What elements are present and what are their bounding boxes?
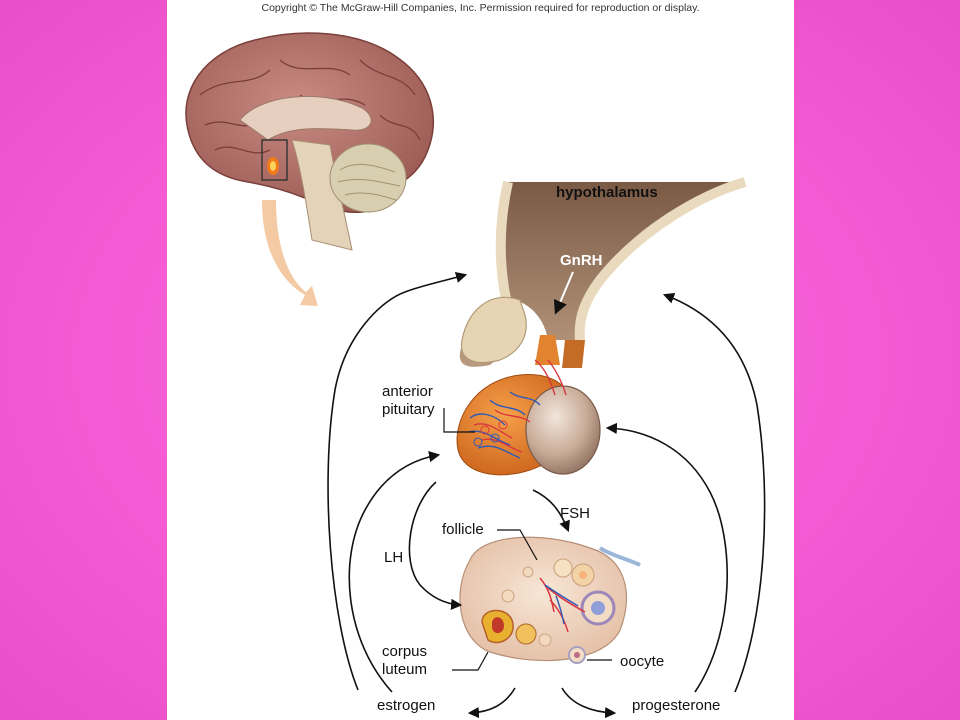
leader-lines	[443, 408, 612, 671]
label-lh: LH	[384, 549, 404, 566]
brain-illustration	[185, 32, 434, 251]
lh-arrow	[408, 481, 463, 610]
pituitary-illustration	[456, 335, 601, 476]
hypothalamus-illustration	[459, 177, 747, 367]
pituitary-highlight-box	[261, 139, 288, 181]
progesterone-to-pituitary-arrow	[605, 422, 728, 693]
label-anterior-pituitary-line2: pituitary	[382, 401, 435, 418]
label-anterior-pituitary-line1: anterior	[382, 383, 433, 400]
label-follicle: follicle	[442, 521, 484, 538]
estrogen-to-pituitary-arrow	[348, 451, 441, 693]
label-gnrh: GnRH	[560, 252, 603, 269]
label-fsh: FSH	[560, 505, 590, 522]
label-estrogen: estrogen	[377, 697, 436, 714]
ovary-illustration	[459, 536, 641, 664]
label-oocyte: oocyte	[620, 653, 665, 670]
label-hypothalamus: hypothalamus	[556, 184, 658, 201]
ovary-to-progesterone-arrow	[561, 687, 617, 719]
label-progesterone: progesterone	[632, 697, 721, 714]
copyright-notice: Copyright © The McGraw-Hill Companies, I…	[261, 2, 700, 14]
progesterone-to-hypothalamus-arrow	[662, 292, 766, 693]
gnrh-arrow	[553, 271, 574, 315]
feedback-arrows	[327, 271, 766, 719]
zoom-arrow	[262, 200, 318, 306]
fsh-arrow	[532, 489, 570, 533]
label-corpus-luteum-line1: corpus	[382, 643, 428, 660]
label-corpus-luteum-line2: luteum	[382, 661, 428, 678]
ovary-to-estrogen-arrow	[467, 687, 516, 719]
estrogen-to-hypothalamus-arrow	[327, 272, 468, 691]
